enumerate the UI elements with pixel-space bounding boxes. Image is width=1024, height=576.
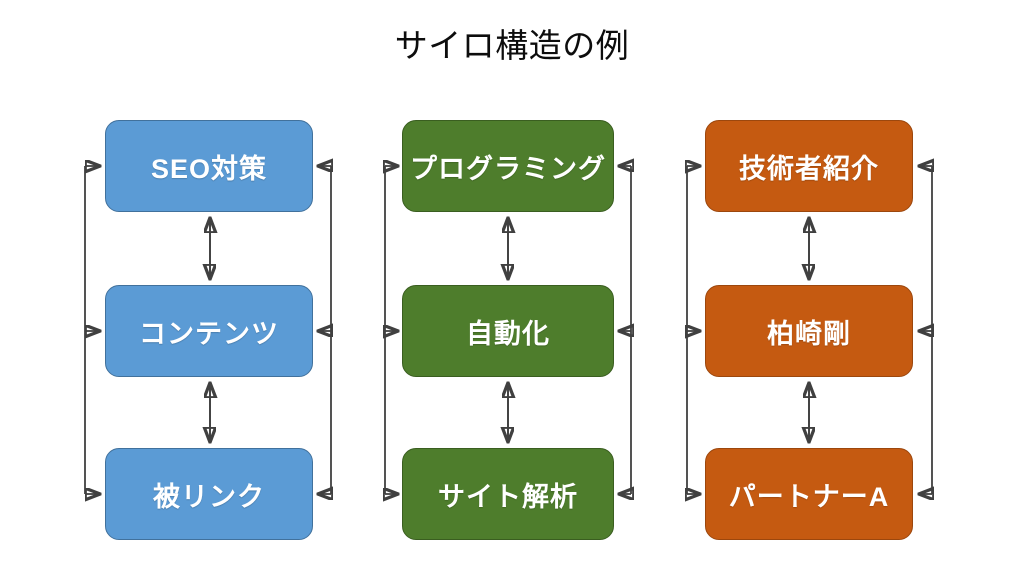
page-title: サイロ構造の例 [394,27,630,64]
node-seo-taisaku[interactable]: SEO対策 [105,120,313,212]
node-contents[interactable]: コンテンツ [105,285,313,377]
node-kashiwazaki-tsuyoshi[interactable]: 柏崎剛 [705,285,913,377]
node-programming[interactable]: プログラミング [402,120,614,212]
node-site-kaiseki[interactable]: サイト解析 [402,448,614,540]
node-gijutsusha-shoukai[interactable]: 技術者紹介 [705,120,913,212]
node-hi-link[interactable]: 被リンク [105,448,313,540]
node-jidouka[interactable]: 自動化 [402,285,614,377]
node-partner-a[interactable]: パートナーA [705,448,913,540]
